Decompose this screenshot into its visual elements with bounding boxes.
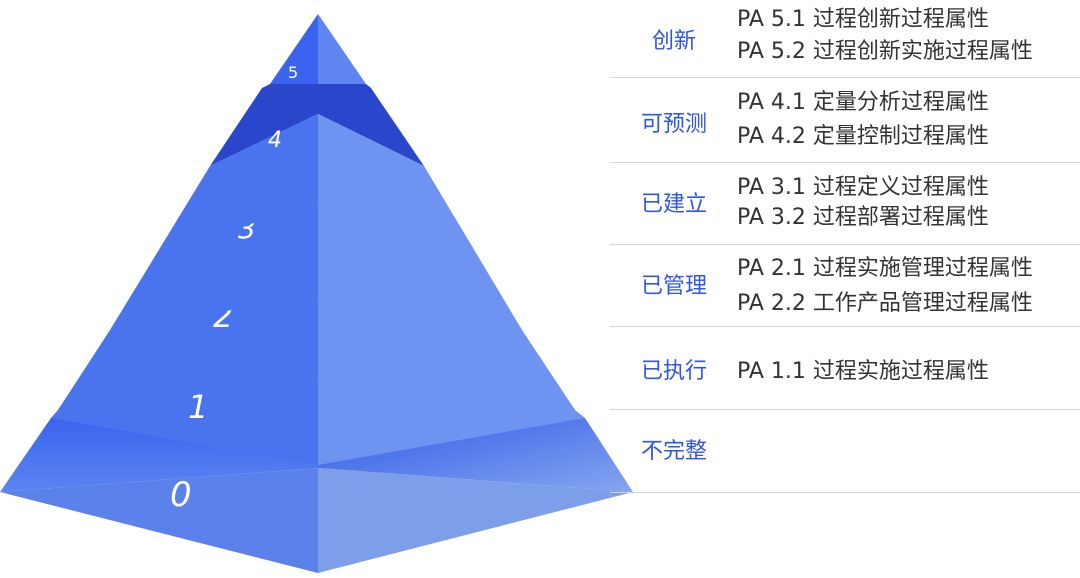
attribute-pa-4-1: PA 4.1 定量分析过程属性 bbox=[737, 90, 989, 115]
attribute-pa-3-2: PA 3.2 过程部署过程属性 bbox=[737, 205, 989, 230]
pyramid-level-4: 4 bbox=[160, 88, 473, 248]
level-name-2: 已管理 bbox=[640, 274, 707, 299]
pyramid-level-5: 5 bbox=[262, 14, 371, 88]
level-name-3: 已建立 bbox=[640, 192, 707, 217]
level-number-0: 0 bbox=[170, 475, 192, 515]
level-number-5: 5 bbox=[288, 63, 298, 82]
row-divider bbox=[610, 326, 1080, 327]
row-divider bbox=[610, 492, 1080, 493]
level-name-5: 创新 bbox=[651, 29, 696, 54]
attribute-pa-1-1: PA 1.1 过程实施过程属性 bbox=[737, 359, 989, 384]
row-divider bbox=[610, 409, 1080, 410]
attribute-pa-5-2: PA 5.2 过程创新实施过程属性 bbox=[737, 39, 1033, 64]
capability-pyramid: 0 1 2 3 4 5 bbox=[0, 14, 633, 573]
level-number-1: 1 bbox=[188, 388, 208, 426]
row-divider bbox=[610, 244, 1080, 245]
level-name-0: 不完整 bbox=[640, 439, 707, 464]
attribute-pa-4-2: PA 4.2 定量控制过程属性 bbox=[737, 124, 989, 149]
attribute-pa-2-2: PA 2.2 工作产品管理过程属性 bbox=[737, 291, 1033, 316]
attribute-pa-2-1: PA 2.1 过程实施管理过程属性 bbox=[737, 256, 1033, 281]
attribute-pa-5-1: PA 5.1 过程创新过程属性 bbox=[737, 7, 989, 32]
level-name-1: 已执行 bbox=[640, 359, 707, 384]
level-name-4: 可预测 bbox=[640, 112, 707, 137]
level-number-4: 4 bbox=[268, 128, 282, 153]
row-divider bbox=[610, 162, 1080, 163]
row-divider bbox=[610, 77, 1080, 78]
attribute-pa-3-1: PA 3.1 过程定义过程属性 bbox=[737, 175, 989, 200]
